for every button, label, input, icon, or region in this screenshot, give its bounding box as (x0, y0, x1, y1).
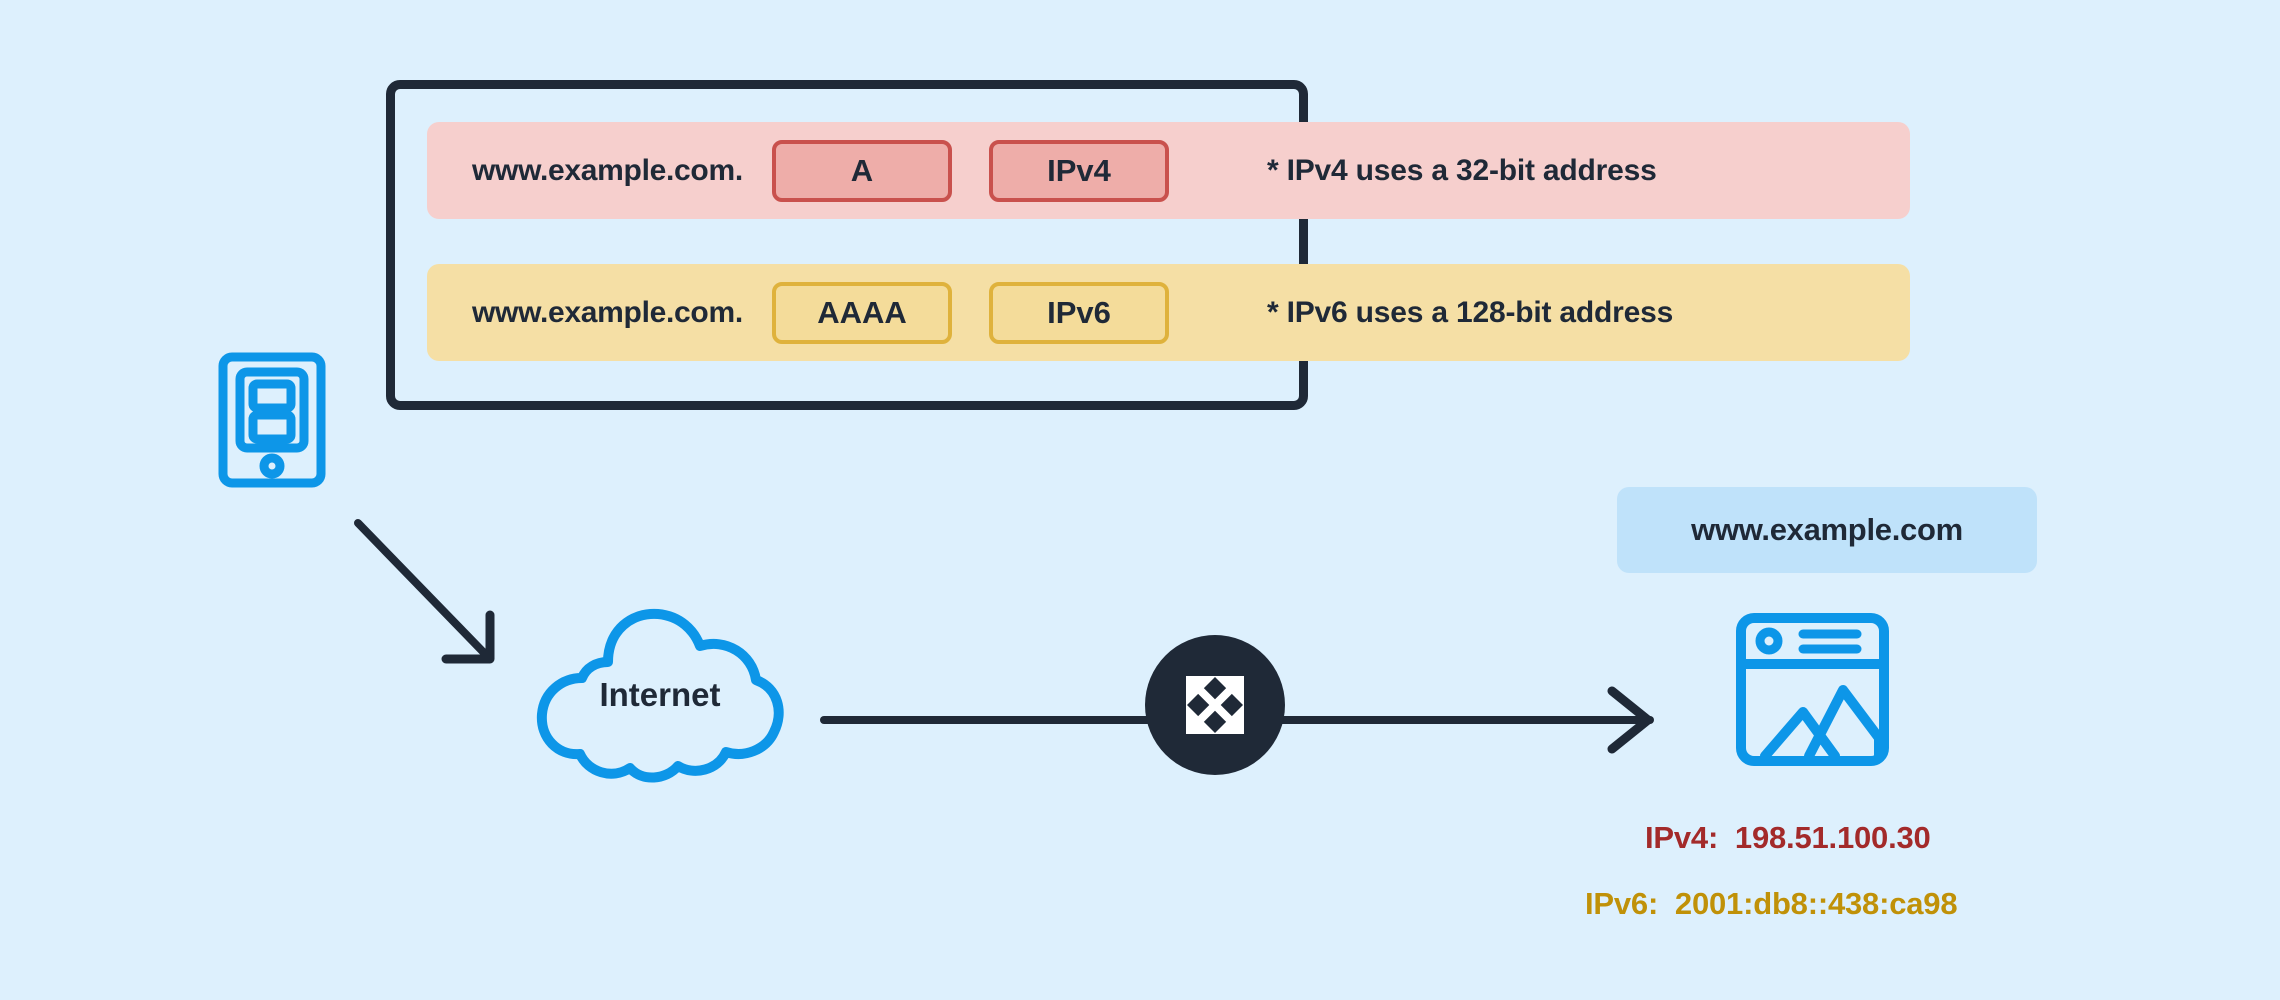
record-note-ipv6: * IPv6 uses a 128-bit address (1267, 295, 1674, 329)
record-domain-ipv6: www.example.com. (472, 295, 743, 329)
cloud-icon (530, 600, 790, 795)
dns-record-row-ipv4: www.example.com. A IPv4 * IPv4 uses a 32… (427, 122, 1910, 219)
record-protocol-badge-ipv6: IPv6 (989, 281, 1169, 344)
destination-url-text: www.example.com (1691, 512, 1963, 547)
resolved-address-ipv4: IPv4: 198.51.100.30 (1645, 820, 1931, 855)
dns-record-row-ipv6: www.example.com. AAAA IPv6 * IPv6 uses a… (427, 264, 1910, 361)
record-protocol-badge-ipv4: IPv4 (989, 139, 1169, 202)
tablet-device-icon (218, 352, 326, 493)
arrow-device-to-internet (350, 515, 520, 685)
browser-window-image-icon (1735, 612, 1890, 772)
record-domain-ipv4: www.example.com. (472, 153, 743, 187)
destination-url-box: www.example.com (1617, 487, 2037, 573)
record-type-badge-a: A (772, 139, 952, 202)
record-note-ipv4: * IPv4 uses a 32-bit address (1267, 153, 1657, 187)
network-shuffle-arrows-icon (1140, 630, 1290, 785)
resolved-address-ipv6: IPv6: 2001:db8::438:ca98 (1585, 886, 1958, 921)
record-type-badge-aaaa: AAAA (772, 281, 952, 344)
